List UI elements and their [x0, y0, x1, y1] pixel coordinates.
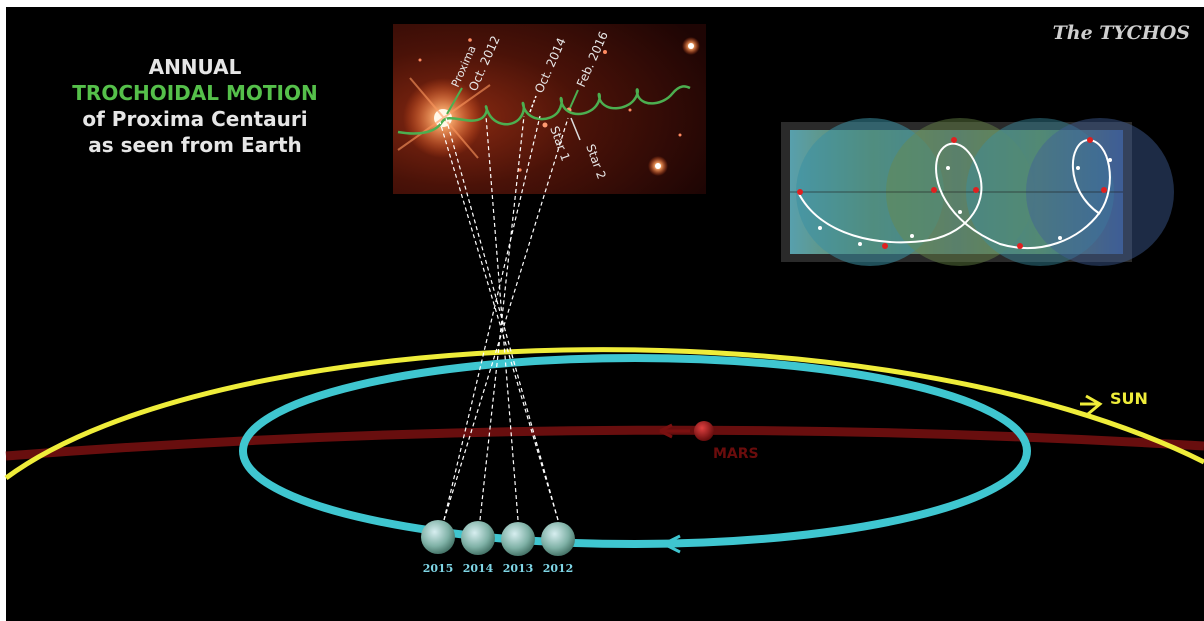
mars-label: MARS [713, 446, 759, 462]
star2-pointer [570, 117, 581, 141]
mars-planet [694, 421, 714, 441]
credit-label: The TYCHOS [1052, 22, 1190, 44]
title-line-annual: ANNUAL [148, 55, 242, 79]
earth-2015 [421, 520, 455, 554]
trochoid-path [397, 85, 691, 135]
earth-orbit-arrow [663, 534, 681, 554]
earth-2013 [501, 522, 535, 556]
feb2016-pointer [569, 89, 579, 109]
year-label-2013: 2013 [503, 562, 534, 575]
earth-2014 [461, 521, 495, 555]
sun-orbit-arrow [1080, 394, 1103, 416]
year-label-2015: 2015 [423, 562, 454, 575]
sight-lines [439, 115, 569, 521]
sun-label: SUN [1110, 389, 1148, 408]
year-label-2012: 2012 [543, 562, 574, 575]
mars-direction-arrow [659, 423, 690, 439]
earth-2012 [541, 522, 575, 556]
title-line-earth: as seen from Earth [88, 133, 302, 157]
earth-globes [421, 520, 575, 556]
sky-chart-inset [781, 118, 1174, 266]
year-label-2014: 2014 [463, 562, 494, 575]
proxima-pointer [446, 87, 463, 115]
title-line-proxima: of Proxima Centauri [82, 107, 308, 131]
title-line-trochoidal: TROCHOIDAL MOTION [72, 81, 318, 105]
oct2014-pointer [529, 95, 537, 113]
sun-orbit [4, 347, 1204, 481]
earth-orbit [239, 354, 1031, 548]
proxima-photo [393, 24, 706, 194]
